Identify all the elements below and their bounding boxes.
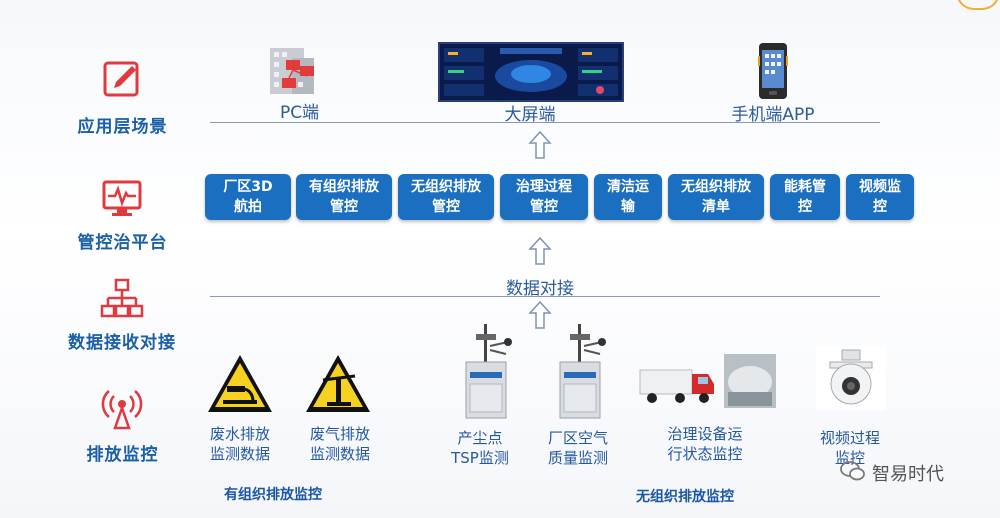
source-label-treatment: 治理设备运 行状态监控 (667, 425, 743, 463)
smartphone-icon (758, 42, 788, 100)
source-label-wastewater: 废水排放 监测数据 (209, 425, 270, 463)
module-organized-emission[interactable]: 有组织排放 管控 (296, 174, 392, 220)
exhaust-warning-icon (303, 352, 373, 416)
antenna-icon (100, 388, 144, 432)
dashboard-screen-icon (438, 42, 624, 102)
dome-camera-icon (816, 346, 886, 410)
wechat-icon (840, 460, 866, 486)
module-energy[interactable]: 能耗管 控 (770, 174, 840, 220)
org-chart-icon (100, 278, 144, 322)
arrow-up-icon (528, 130, 552, 164)
app-label-mobile: 手机端APP (731, 105, 815, 125)
source-label-dust: 产尘点 TSP监测 (451, 429, 509, 467)
corner-decoration (956, 0, 1000, 10)
monitor-pulse-icon (100, 176, 144, 220)
watermark: 智易时代 (840, 460, 944, 486)
source-label-video: 视频过程 监控 (819, 429, 880, 467)
group-label-unorganized: 无组织排放监控 (636, 489, 734, 505)
arrow-up-icon (528, 236, 552, 270)
office-building-icon (262, 42, 322, 98)
layer-label-platform: 管控治平台 (77, 233, 168, 253)
divider-data (210, 296, 880, 297)
pen-icon (100, 58, 144, 102)
wastewater-warning-icon (205, 352, 275, 416)
module-treatment-process[interactable]: 治理过程 管控 (500, 174, 588, 220)
app-label-screen: 大屏端 (504, 105, 556, 125)
module-video[interactable]: 视频监 控 (846, 174, 914, 220)
layer-label-emission: 排放监控 (86, 445, 159, 465)
dust-monitor-station-icon (446, 322, 526, 422)
module-unorganized-inventory[interactable]: 无组织排放 清单 (668, 174, 764, 220)
module-unorganized-emission[interactable]: 无组织排放 管控 (398, 174, 494, 220)
module-factory-3d[interactable]: 厂区3D 航拍 (205, 174, 291, 220)
air-quality-station-icon (540, 322, 620, 422)
watermark-text: 智易时代 (872, 464, 944, 485)
truck-tank-icon (638, 352, 778, 410)
source-label-air: 厂区空气 质量监测 (547, 429, 608, 467)
data-interface-label: 数据对接 (506, 279, 574, 299)
arrow-up-icon (528, 300, 552, 334)
divider-app (210, 122, 880, 123)
layer-label-data: 数据接收对接 (68, 333, 176, 353)
group-label-organized: 有组织排放监控 (224, 487, 322, 503)
app-label-pc: PC端 (279, 103, 320, 123)
layer-label-app: 应用层场景 (77, 117, 168, 137)
source-label-exhaust: 废气排放 监测数据 (309, 425, 370, 463)
module-clean-transport[interactable]: 清洁运 输 (594, 174, 662, 220)
